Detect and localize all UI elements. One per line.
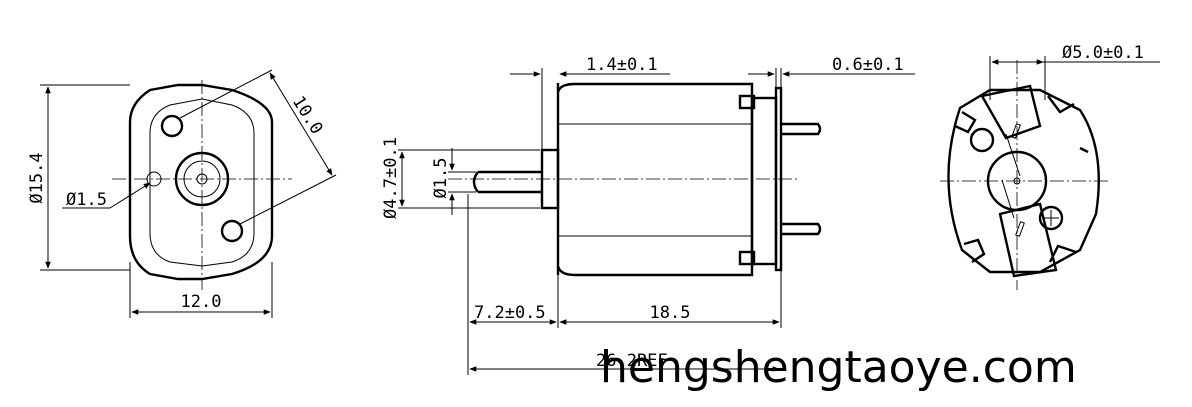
side-top-left-label: 1.4±0.1 bbox=[586, 55, 658, 75]
front-width-label: 12.0 bbox=[181, 292, 222, 312]
side-terminal-top bbox=[781, 122, 822, 136]
front-hole-spacing-dim-line bbox=[269, 72, 333, 176]
side-top-right-label: 0.6±0.1 bbox=[832, 55, 904, 75]
front-mount-hole-bottom bbox=[220, 219, 244, 243]
rear-hole bbox=[969, 127, 995, 153]
rear-brush-plate bbox=[980, 84, 1042, 140]
front-view: Ø15.4 12.0 10.0 Ø1.5 bbox=[27, 69, 337, 318]
side-body bbox=[556, 82, 754, 277]
front-height-label: Ø15.4 bbox=[27, 152, 47, 203]
rear-outline bbox=[947, 88, 1100, 274]
front-hole-label: Ø1.5 bbox=[66, 190, 107, 210]
front-boss-outer bbox=[174, 151, 230, 207]
front-mount-hole-top bbox=[160, 114, 184, 138]
side-shaft-len-label: 7.2±0.5 bbox=[474, 303, 546, 323]
side-body-len-label: 18.5 bbox=[650, 303, 691, 323]
rear-screw bbox=[1038, 205, 1064, 231]
watermark: hengshengtaoye.com bbox=[600, 342, 1077, 393]
front-hole-leader bbox=[109, 182, 151, 209]
front-shaft bbox=[196, 173, 208, 185]
front-hole-spacing-label: 10.0 bbox=[288, 93, 327, 138]
side-boss-label: Ø4.7±0.1 bbox=[381, 137, 401, 219]
side-shaft-label: Ø1.5 bbox=[431, 158, 451, 199]
front-outline bbox=[128, 83, 274, 281]
front-boss-inner bbox=[183, 160, 221, 198]
rear-view: Ø5.0±0.1 bbox=[940, 43, 1160, 290]
side-total-len-label: 26.2REF bbox=[596, 351, 668, 371]
rear-dia-label: Ø5.0±0.1 bbox=[1062, 43, 1144, 63]
side-view: 1.4±0.1 0.6±0.1 Ø4.7±0.1 Ø1.5 7.2±0.5 18… bbox=[381, 55, 915, 375]
side-terminal-bottom bbox=[781, 222, 822, 236]
side-end-cap bbox=[750, 96, 778, 266]
front-inner-outline bbox=[149, 98, 255, 267]
front-small-hole bbox=[146, 171, 162, 187]
